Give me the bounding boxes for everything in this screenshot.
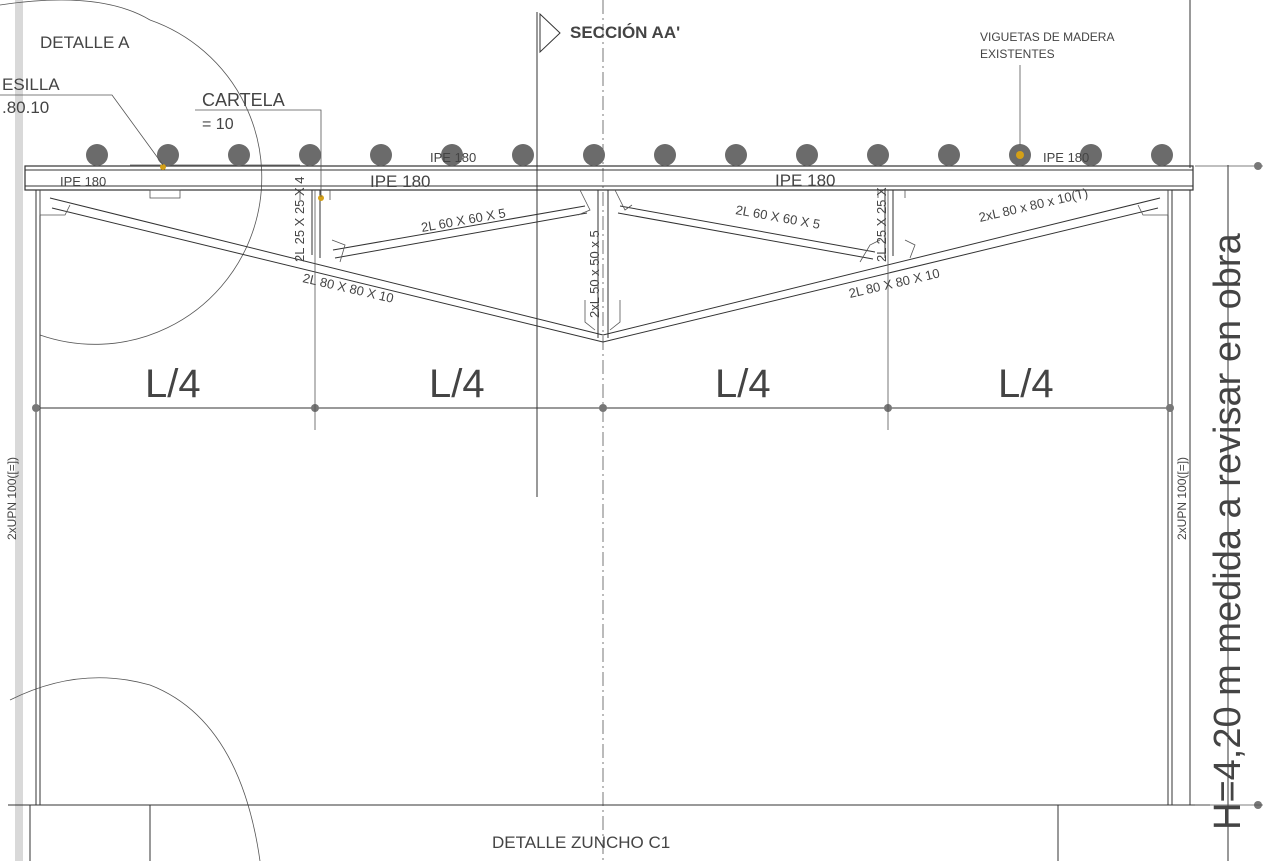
ipe-small-left: IPE 180 [60, 174, 106, 189]
ipe-main-left: IPE 180 [370, 172, 431, 191]
diagonal-right [617, 205, 876, 260]
detail-a-label: DETALLE A [40, 33, 130, 52]
span-label-1: L/4 [145, 362, 201, 406]
ipe-main-right: IPE 180 [775, 171, 836, 190]
section-arrow [539, 12, 561, 54]
gusset-leader [195, 109, 322, 197]
column-left-label: 2xUPN 100([=]) [5, 457, 19, 540]
angle-diag-right: 2L 60 X 60 X 5 [734, 202, 821, 232]
angle-post-left: 2L 25 X 25 X 4 [292, 176, 307, 262]
joists-label-2: EXISTENTES [980, 47, 1055, 61]
gusset-label-1: CARTELA [202, 90, 285, 110]
span-label-4: L/4 [998, 362, 1054, 406]
span-label-2: L/4 [429, 362, 485, 406]
detail-a-circle-top [0, 0, 151, 21]
main-beam [24, 165, 1194, 191]
plate-label-2: .80.10 [2, 98, 49, 117]
tie-beam-label: DETALLE ZUNCHO C1 [492, 833, 670, 852]
height-note: H=4,20 m medida a revisar en obra [1207, 232, 1249, 830]
column-right-label: 2xUPN 100([=]) [1175, 457, 1189, 540]
plate-marker [160, 164, 166, 170]
angle-chord-right: 2L 80 X 80 X 10 [847, 265, 941, 300]
angle-chord-top-right: 2xL 80 x 80 x 10(T) [977, 185, 1089, 225]
lower-detail-circle [9, 677, 261, 861]
plate-leader [0, 94, 164, 166]
detail-a-circle [39, 19, 263, 345]
plate-label-1: ESILLA [2, 75, 60, 94]
frame-bar [15, 0, 23, 861]
joists [86, 144, 1173, 166]
angle-diag-left: 2L 60 X 60 X 5 [420, 205, 507, 235]
angle-post-right: 2L 25 X 25 X [874, 187, 889, 262]
joist-highlight [1016, 151, 1024, 159]
diagonal-left [332, 205, 588, 259]
bottom-chord-right [602, 197, 1161, 343]
span-label-3: L/4 [715, 362, 771, 406]
post-left [311, 190, 321, 258]
gusset-marker [318, 195, 324, 201]
ipe-top-right: IPE 180 [1043, 150, 1089, 165]
ipe-top-mid: IPE 180 [430, 150, 476, 165]
joists-label-1: VIGUETAS DE MADERA [980, 30, 1114, 44]
section-label: SECCIÓN AA' [570, 23, 680, 42]
bottom-chord-left [49, 197, 604, 343]
gusset-label-2: = 10 [202, 116, 234, 133]
post-center [597, 190, 609, 338]
angle-center: 2xL 50 x 50 x 5 [587, 230, 602, 318]
post-right [884, 190, 894, 258]
